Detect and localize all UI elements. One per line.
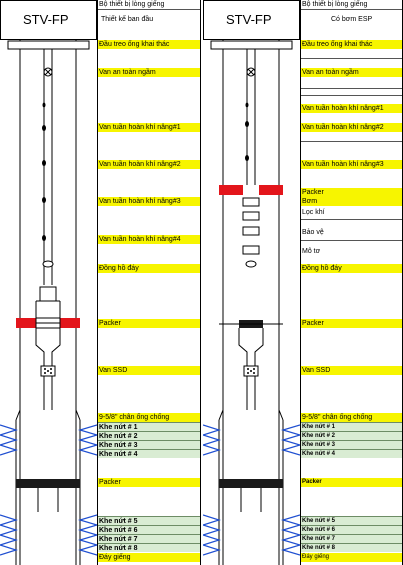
left-panel: STV-FP bbox=[0, 0, 201, 565]
r-label-ssd: Van SSD bbox=[301, 366, 402, 375]
r-label-frac-7: Khe nứt # 7 bbox=[301, 534, 402, 543]
left-subtitle: Thiết kế ban đầu bbox=[101, 16, 154, 23]
right-well-schematic bbox=[203, 40, 300, 565]
label-frac-7: Khe nứt # 7 bbox=[98, 534, 200, 543]
right-label-column: Bộ thiết bị lòng giếng Có bơm ESP Đầu tr… bbox=[300, 0, 403, 565]
right-title: STV-FP bbox=[226, 12, 272, 27]
label-gas-lift-2: Van tuần hoàn khí nâng#2 bbox=[98, 160, 200, 169]
r-label-gauge: Đồng hồ đáy bbox=[301, 264, 402, 273]
label-casing-shoe: 9-5/8" chân ống chống bbox=[98, 413, 200, 422]
left-well-schematic bbox=[0, 40, 97, 565]
r-label-packer-2: Packer bbox=[301, 319, 402, 328]
r-label-frac-1: Khe nứt # 1 bbox=[301, 422, 402, 431]
right-panel: STV-FP bbox=[203, 0, 403, 565]
label-hanger: Đầu treo ống khai thác bbox=[98, 40, 200, 49]
label-gas-lift-4: Van tuần hoàn khí nâng#4 bbox=[98, 235, 200, 244]
label-frac-4: Khe nứt # 4 bbox=[98, 449, 200, 458]
right-subtitle: Có bơm ESP bbox=[331, 16, 373, 23]
r-label-motor: Mô tơ bbox=[301, 247, 402, 256]
r-label-pump: Bơm bbox=[301, 197, 402, 206]
label-frac-3: Khe nứt # 3 bbox=[98, 440, 200, 449]
left-header: STV-FP bbox=[0, 0, 97, 40]
label-frac-2: Khe nứt # 2 bbox=[98, 431, 200, 440]
r-label-gas-lift-3: Van tuần hoàn khí nâng#3 bbox=[301, 160, 402, 169]
r-label-protector: Bảo vệ bbox=[301, 228, 402, 237]
r-label-well-bottom: Đáy giếng bbox=[301, 553, 402, 562]
label-frac-5: Khe nứt # 5 bbox=[98, 516, 200, 525]
label-lower-packer: Packer bbox=[98, 478, 200, 487]
r-label-frac-2: Khe nứt # 2 bbox=[301, 431, 402, 440]
label-ssd: Van SSD bbox=[98, 366, 200, 375]
label-frac-6: Khe nứt # 6 bbox=[98, 525, 200, 534]
r-label-frac-5: Khe nứt # 5 bbox=[301, 516, 402, 525]
r-label-frac-3: Khe nứt # 3 bbox=[301, 440, 402, 449]
r-label-gas-separator: Lọc khí bbox=[301, 208, 402, 217]
r-label-safety-valve: Van an toàn ngầm bbox=[301, 68, 402, 77]
r-label-gas-lift-1: Van tuần hoàn khí nâng#1 bbox=[301, 104, 402, 113]
r-label-frac-6: Khe nứt # 6 bbox=[301, 525, 402, 534]
r-label-gas-lift-2: Van tuần hoàn khí nâng#2 bbox=[301, 123, 402, 132]
right-header: STV-FP bbox=[203, 0, 300, 40]
left-header-top: Bộ thiết bị lòng giếng bbox=[99, 1, 165, 8]
label-frac-1: Khe nứt # 1 bbox=[98, 422, 200, 431]
label-frac-8: Khe nứt # 8 bbox=[98, 543, 200, 552]
r-label-lower-packer: Packer bbox=[301, 478, 402, 487]
label-gas-lift-3: Van tuần hoàn khí nâng#3 bbox=[98, 197, 200, 206]
label-safety-valve: Van an toàn ngầm bbox=[98, 68, 200, 77]
label-gas-lift-1: Van tuần hoàn khí nâng#1 bbox=[98, 123, 200, 132]
left-title: STV-FP bbox=[23, 12, 69, 27]
r-label-frac-4: Khe nứt # 4 bbox=[301, 449, 402, 458]
r-label-casing-shoe: 9-5/8" chân ống chống bbox=[301, 413, 402, 422]
label-packer: Packer bbox=[98, 319, 200, 328]
r-label-packer: Packer bbox=[301, 188, 402, 197]
label-gauge: Đồng hồ đáy bbox=[98, 264, 200, 273]
r-label-frac-8: Khe nứt # 8 bbox=[301, 543, 402, 552]
r-label-hanger: Đầu treo ống khai thác bbox=[301, 40, 402, 49]
label-well-bottom: Đáy giếng bbox=[98, 553, 200, 562]
left-label-column: Bộ thiết bị lòng giếng Thiết kế ban đầu … bbox=[97, 0, 201, 565]
right-header-top: Bộ thiết bị lòng giếng bbox=[302, 1, 368, 8]
